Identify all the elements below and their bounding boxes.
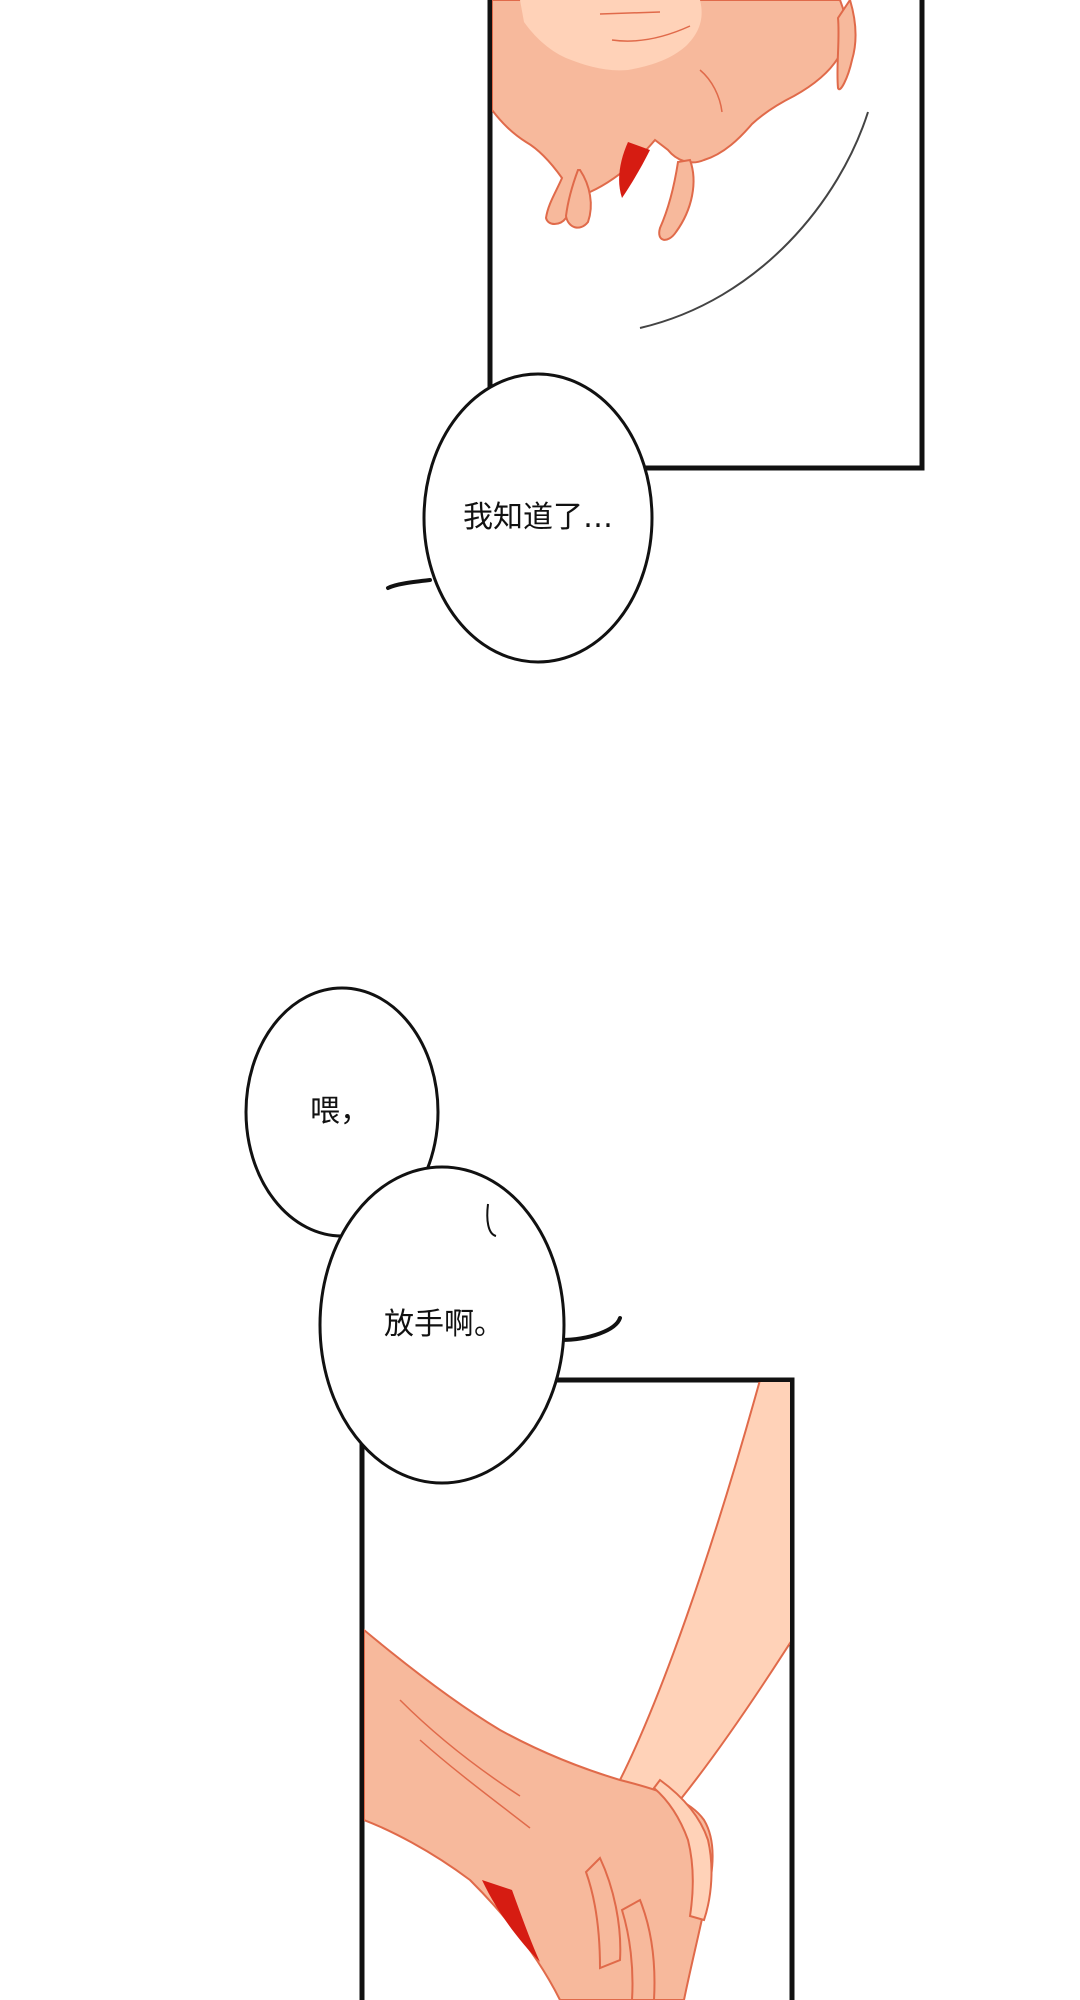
motion-line [639, 111, 869, 329]
bubble-tail-3 [558, 1316, 622, 1342]
arm-right [618, 1382, 790, 1802]
finger-3 [836, 0, 857, 91]
speech-bubble-1 [386, 372, 654, 664]
blood-mark-bottom [482, 1880, 540, 1962]
finger-1 [564, 169, 592, 229]
speech-text-1: 我知道了… [463, 500, 613, 535]
hand-highlight [520, 0, 702, 71]
hands-illustration-bottom [364, 1382, 790, 2000]
speech-text-3: 放手啊。 [384, 1307, 504, 1342]
blood-mark [619, 142, 650, 198]
sweat-icon [486, 1203, 497, 1237]
speech-bubble-3 [318, 1165, 622, 1485]
finger-2 [658, 158, 695, 241]
bubble-tail-1 [386, 578, 432, 590]
speech-text-2: 喂， [310, 1094, 370, 1129]
hands-illustration-top [492, 0, 869, 329]
